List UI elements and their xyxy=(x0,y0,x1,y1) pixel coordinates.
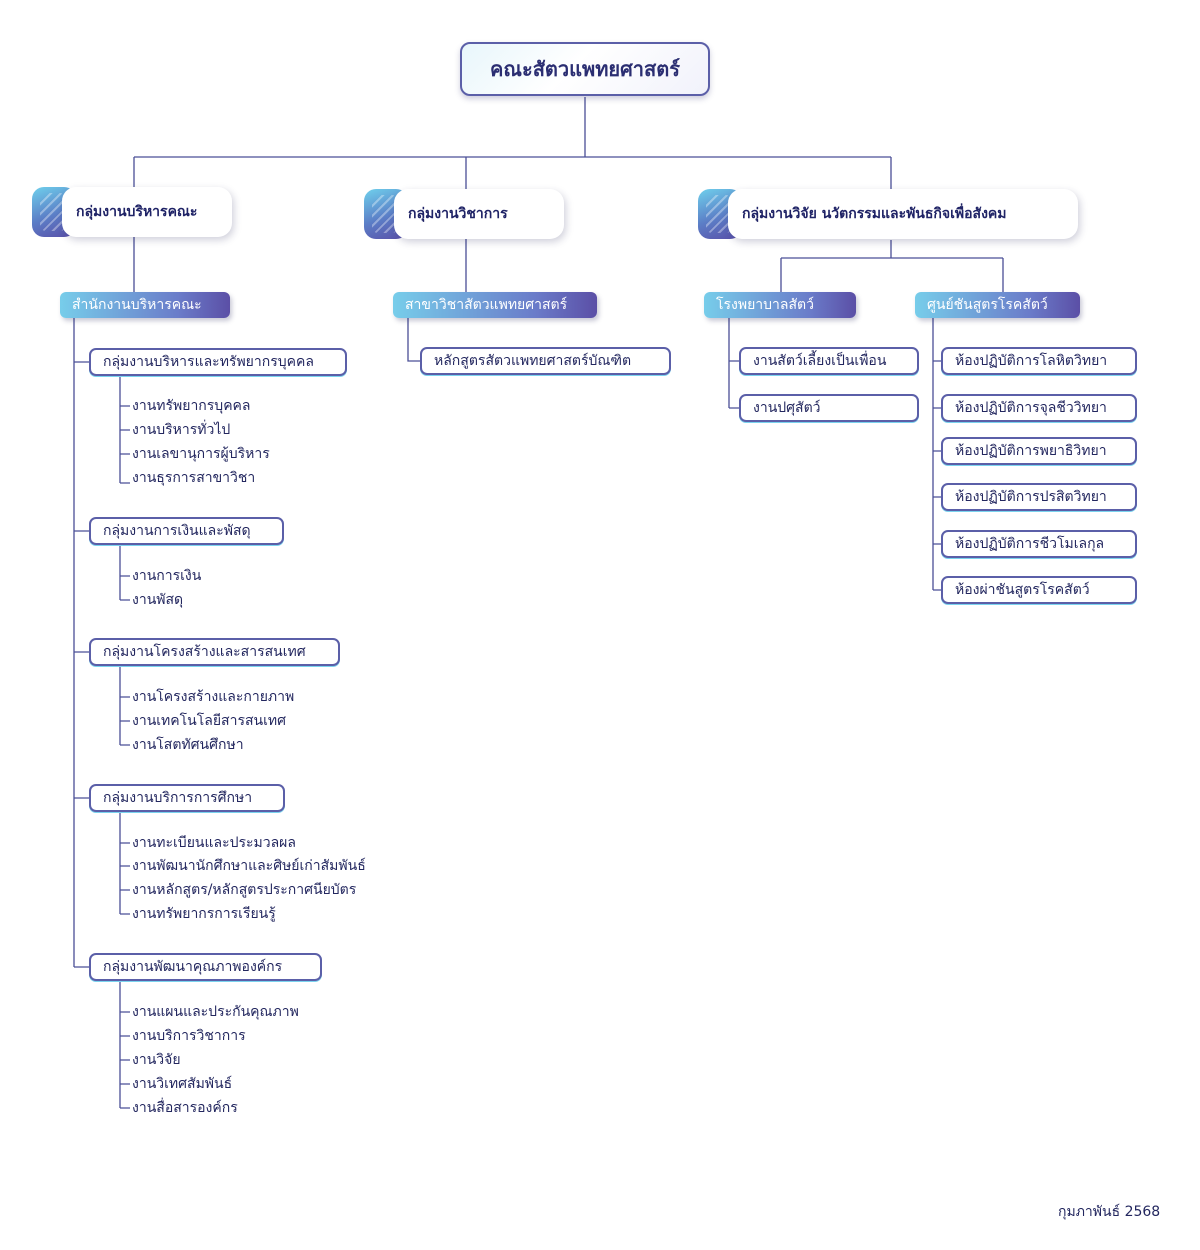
unit-label: สำนักงานบริหารคณะ xyxy=(72,297,202,313)
group-academic: กลุ่มงานวิชาการ xyxy=(364,189,564,239)
program-label: หลักสูตรสัตวแพทยศาสตร์บัณฑิต xyxy=(434,353,632,369)
lab-item-label: ห้องปฏิบัติการโลหิตวิทยา xyxy=(955,353,1108,369)
subgroup-label: กลุ่มงานบริการการศึกษา xyxy=(103,790,253,806)
leaf-item: งานบริการวิชาการ xyxy=(132,1028,246,1044)
lab-item: ห้องปฏิบัติการพยาธิวิทยา xyxy=(941,437,1137,465)
root-label: คณะสัตวแพทยศาสตร์ xyxy=(490,57,680,81)
leaf-item: งานวิจัย xyxy=(132,1052,181,1068)
leaf-item: งานเลขานุการผู้บริหาร xyxy=(132,446,270,462)
lab-item-label: ห้องผ่าชันสูตรโรคสัตว์ xyxy=(955,582,1090,598)
hospital-item: งานปศุสัตว์ xyxy=(739,394,919,422)
leaf-item: งานพัฒนานักศึกษาและศิษย์เก่าสัมพันธ์ xyxy=(132,858,366,874)
lab-item-label: ห้องปฏิบัติการปรสิตวิทยา xyxy=(955,489,1107,505)
subgroup-label: กลุ่มงานบริหารและทรัพยากรบุคคล xyxy=(103,354,314,370)
unit-veterinary-program: สาขาวิชาสัตวแพทยศาสตร์ xyxy=(393,292,597,318)
leaf-item: งานพัสดุ xyxy=(132,592,184,608)
subgroup-infrastructure: กลุ่มงานโครงสร้างและสารสนเทศ xyxy=(89,638,340,666)
leaf-item: งานหลักสูตร/หลักสูตรประกาศนียบัตร xyxy=(132,882,357,898)
leaf-item: งานแผนและประกันคุณภาพ xyxy=(132,1004,299,1020)
leaf-item: งานบริหารทั่วไป xyxy=(132,422,231,438)
hospital-item: งานสัตว์เลี้ยงเป็นเพื่อน xyxy=(739,347,919,375)
lab-item-label: ห้องปฏิบัติการพยาธิวิทยา xyxy=(955,443,1107,459)
lab-item: ห้องปฏิบัติการโลหิตวิทยา xyxy=(941,347,1137,375)
lab-item-label: ห้องปฏิบัติการจุลชีววิทยา xyxy=(955,400,1107,416)
group-label: กลุ่มงานวิชาการ xyxy=(394,189,564,239)
leaf-item: งานการเงิน xyxy=(132,568,202,584)
lab-item: ห้องปฏิบัติการจุลชีววิทยา xyxy=(941,394,1137,422)
group-label: กลุ่มงานบริหารคณะ xyxy=(62,187,232,237)
unit-label: โรงพยาบาลสัตว์ xyxy=(716,297,814,313)
leaf-item: งานเทคโนโลยีสารสนเทศ xyxy=(132,713,286,729)
hospital-item-label: งานสัตว์เลี้ยงเป็นเพื่อน xyxy=(753,353,887,369)
leaf-item: งานทะเบียนและประมวลผล xyxy=(132,835,296,851)
leaf-item: งานทรัพยากรบุคคล xyxy=(132,398,251,414)
group-research: กลุ่มงานวิจัย นวัตกรรมและพันธกิจเพื่อสัง… xyxy=(698,189,1078,239)
lab-item: ห้องผ่าชันสูตรโรคสัตว์ xyxy=(941,576,1137,604)
program-item: หลักสูตรสัตวแพทยศาสตร์บัณฑิต xyxy=(420,347,671,375)
leaf-item: งานธุรการสาขาวิชา xyxy=(132,470,256,486)
lab-item: ห้องปฏิบัติการชีวโมเลกุล xyxy=(941,530,1137,558)
subgroup-label: กลุ่มงานการเงินและพัสดุ xyxy=(103,523,251,539)
leaf-item: งานสื่อสารองค์กร xyxy=(132,1100,238,1116)
unit-admin-office: สำนักงานบริหารคณะ xyxy=(60,292,230,318)
unit-diagnostic-center: ศูนย์ชันสูตรโรคสัตว์ xyxy=(915,292,1080,318)
subgroup-hr: กลุ่มงานบริหารและทรัพยากรบุคคล xyxy=(89,348,347,376)
subgroup-label: กลุ่มงานพัฒนาคุณภาพองค์กร xyxy=(103,959,283,975)
leaf-item: งานโสตทัศนศึกษา xyxy=(132,737,244,753)
hospital-item-label: งานปศุสัตว์ xyxy=(753,400,821,416)
group-label: กลุ่มงานวิจัย นวัตกรรมและพันธกิจเพื่อสัง… xyxy=(728,189,1078,239)
lab-item-label: ห้องปฏิบัติการชีวโมเลกุล xyxy=(955,536,1105,552)
subgroup-education-services: กลุ่มงานบริการการศึกษา xyxy=(89,784,285,812)
unit-label: สาขาวิชาสัตวแพทยศาสตร์ xyxy=(405,297,568,313)
subgroup-quality: กลุ่มงานพัฒนาคุณภาพองค์กร xyxy=(89,953,322,981)
footer-date: กุมภาพันธ์ 2568 xyxy=(1058,1204,1161,1220)
unit-label: ศูนย์ชันสูตรโรคสัตว์ xyxy=(927,297,1048,313)
leaf-item: งานวิเทศสัมพันธ์ xyxy=(132,1076,233,1092)
root-faculty: คณะสัตวแพทยศาสตร์ xyxy=(460,42,710,96)
leaf-item: งานโครงสร้างและกายภาพ xyxy=(132,689,295,705)
lab-item: ห้องปฏิบัติการปรสิตวิทยา xyxy=(941,483,1137,511)
subgroup-finance: กลุ่มงานการเงินและพัสดุ xyxy=(89,517,284,545)
unit-animal-hospital: โรงพยาบาลสัตว์ xyxy=(704,292,856,318)
group-administration: กลุ่มงานบริหารคณะ xyxy=(32,187,232,237)
subgroup-label: กลุ่มงานโครงสร้างและสารสนเทศ xyxy=(103,644,306,660)
leaf-item: งานทรัพยากรการเรียนรู้ xyxy=(132,906,276,922)
